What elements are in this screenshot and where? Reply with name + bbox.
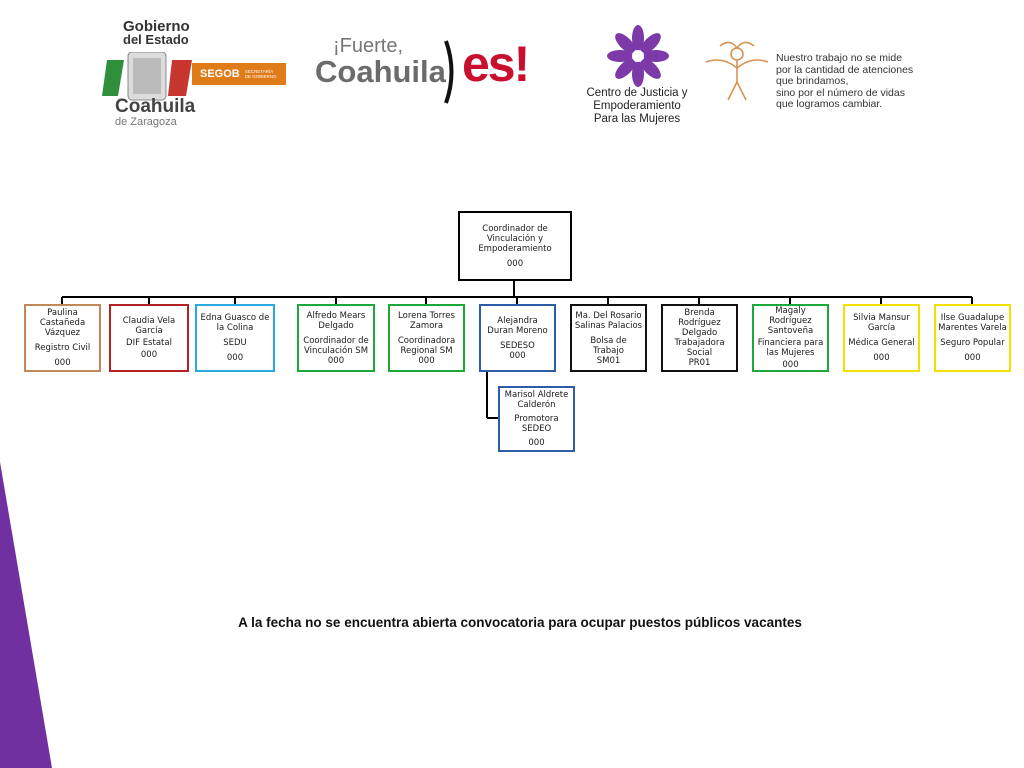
box-name: Alejandra Duran Moreno [487, 315, 548, 336]
box-name: Marisol Aldrete Calderón [504, 390, 569, 410]
box-name: Alfredo Mears Delgado [306, 310, 366, 331]
mission-line2: por la cantidad de atenciones [776, 63, 914, 76]
box-role: Financiera para las Mujeres [757, 338, 824, 358]
box-num: PR01 [688, 358, 711, 368]
org-box-brenda: Brenda Rodríguez Delgado Trabajadora Soc… [661, 304, 738, 372]
box-name: Edna Guasco de la Colina [200, 313, 270, 333]
fuerte-line2: Coahuila [315, 54, 446, 89]
centro-justicia-name: Centro de Justicia y Empoderamiento Para… [585, 87, 689, 126]
org-box-silvia: Silvia Mansur García Médica General 000 [843, 304, 920, 372]
mission-line3: que brindamos, [776, 75, 849, 87]
box-name: Silvia Mansur García [853, 313, 910, 333]
segob-label: SEGOB [200, 68, 240, 80]
zaragoza-word: de Zaragoza [115, 116, 177, 128]
box-name: Ma. Del Rosario Salinas Palacios [574, 310, 643, 331]
mission-statement: Nuestro trabajo no se mide por la cantid… [776, 52, 926, 111]
org-box-edna: Edna Guasco de la Colina SEDU 000 [195, 304, 275, 372]
box-role: Bolsa de Trabajo [590, 335, 627, 356]
box-num: 000 [509, 350, 526, 361]
box-name: Lorena Torres Zamora [398, 310, 455, 331]
gobierno-line2: del Estado [123, 32, 189, 47]
org-box-alfredo: Alfredo Mears Delgado Coordinador de Vin… [297, 304, 375, 372]
box-num: 000 [226, 353, 244, 363]
box-name: Ilse Guadalupe Marentes Varela [938, 313, 1007, 333]
box-num: SM01 [596, 355, 621, 366]
fuerte-coahuila-logo: ¡Fuerte, Coahuila es! [315, 35, 555, 110]
root-title: Coordinador de Vinculación y Empoderamie… [478, 223, 552, 254]
box-num: 000 [327, 355, 345, 366]
org-box-rosario: Ma. Del Rosario Salinas Palacios Bolsa d… [570, 304, 647, 372]
box-role: SEDESO [500, 340, 535, 351]
centro-line1: Centro de Justicia y [586, 87, 688, 99]
box-num: 000 [528, 438, 545, 448]
mission-line5: que logramos cambiar. [776, 98, 883, 110]
es-mark: es! [462, 36, 530, 92]
box-num: 000 [418, 355, 435, 366]
org-box-marisol: Marisol Aldrete Calderón Promotora SEDEO… [498, 386, 575, 452]
vacancy-notice: A la fecha no se encuentra abierta convo… [238, 615, 802, 630]
centro-line3: Para las Mujeres [593, 113, 681, 125]
org-box-magaly: Magaly Rodríguez Santoveña Financiera pa… [752, 304, 829, 372]
box-role: Registro Civil [34, 343, 91, 353]
org-root-box: Coordinador de Vinculación y Empoderamie… [458, 211, 572, 281]
box-name: Paulina Castañeda Vázquez [39, 308, 86, 338]
box-role: Seguro Popular [940, 338, 1005, 348]
mission-line4: sino por el número de vidas [776, 86, 905, 99]
mission-line1: Nuestro trabajo no se mide [776, 52, 903, 64]
purple-accent-strip [0, 462, 52, 768]
woman-figure-icon [705, 41, 769, 101]
box-role: Coordinador de Vinculación SM [303, 335, 369, 356]
fuerte-line1: ¡Fuerte, [333, 35, 404, 57]
org-box-claudia: Claudia Vela García DIF Estatal 000 [109, 304, 189, 372]
segob-badge: SEGOB SECRETARÍA DE GOBIERNO [192, 63, 286, 85]
box-name: Magaly Rodríguez Santoveña [767, 306, 814, 336]
box-num: 000 [964, 353, 981, 363]
org-box-alejandra: Alejandra Duran Moreno SEDESO 000 [479, 304, 556, 372]
coahuila-word: Coahuila [115, 96, 196, 117]
org-box-ilse: Ilse Guadalupe Marentes Varela Seguro Po… [934, 304, 1011, 372]
org-box-lorena: Lorena Torres Zamora Coordinadora Region… [388, 304, 465, 372]
segob-secretaria: SECRETARÍA DE GOBIERNO [244, 69, 277, 79]
box-num: 000 [54, 358, 71, 368]
box-num: 000 [873, 353, 890, 363]
centro-justicia-flower-icon [607, 25, 669, 87]
box-role: SEDU [223, 338, 247, 348]
box-name: Claudia Vela García [122, 316, 176, 336]
gobierno-line1: Gobierno [123, 18, 190, 35]
coat-of-arms-icon [102, 52, 192, 101]
gobierno-coahuila-logo: Gobierno del Estado SEGOB SECRETARÍA DE … [100, 18, 290, 128]
org-box-paulina: Paulina Castañeda Vázquez Registro Civil… [24, 304, 101, 372]
box-num: 000 [782, 360, 799, 370]
box-name: Brenda Rodríguez Delgado [678, 308, 721, 338]
box-role: Coordinadora Regional SM [397, 335, 456, 356]
centro-line2: Empoderamiento [593, 100, 681, 112]
box-num: 000 [140, 350, 158, 360]
box-role: Médica General [848, 338, 915, 348]
bracket-icon [444, 40, 454, 104]
root-num: 000 [506, 258, 524, 269]
box-role: DIF Estatal [126, 338, 172, 348]
box-role: Trabajadora Social [674, 338, 725, 358]
box-role: Promotora SEDEO [514, 414, 559, 434]
